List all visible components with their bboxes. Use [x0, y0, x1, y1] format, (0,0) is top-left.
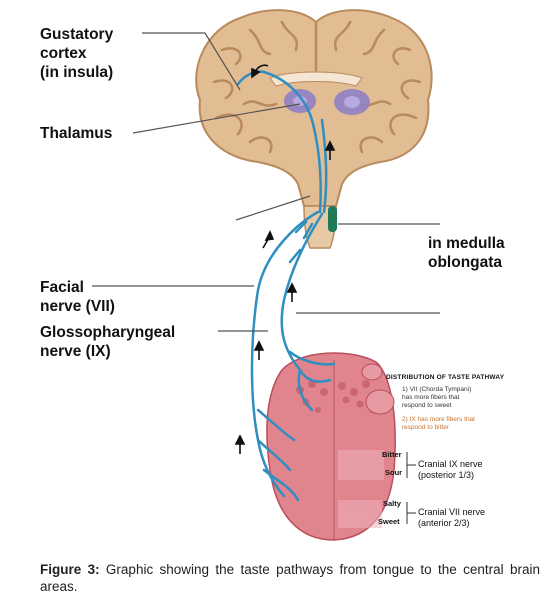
nerve-pathways: [236, 70, 336, 502]
taste-pathway-diagram: [92, 9, 440, 541]
inset-title: DISTRIBUTION OF TASTE PATHWAY: [386, 374, 505, 381]
gustatory-line-3: (in insula): [40, 64, 114, 81]
cranial-vii-label: Cranial VII nerve (anterior 2/3): [418, 507, 485, 529]
gustatory-cortex-label: Gustatory cortex (in insula): [40, 25, 113, 82]
note1-line-1: 1) VII (Chorda Tympani): [402, 386, 472, 393]
facial-line-1: Facial: [40, 279, 84, 296]
ix-label-line-2: (posterior 1/3): [418, 470, 475, 480]
cranial-ix-label: Cranial IX nerve (posterior 1/3): [418, 459, 483, 481]
note1-line-2: has more fibers that: [402, 394, 460, 401]
gustatory-line-1: Gustatory: [40, 26, 114, 43]
facial-nerve-label: Facial nerve (VII): [40, 278, 115, 316]
note2-line-1: 2) IX has more fibers that: [402, 416, 475, 423]
vii-label-line-2: (anterior 2/3): [418, 518, 470, 528]
glosso-line-2: nerve (IX): [40, 343, 111, 360]
taste-sour: Sour: [385, 468, 403, 477]
inset-note-1: 1) VII (Chorda Tympani) has more fibers …: [402, 386, 471, 410]
thalamus-label: Thalamus: [40, 125, 113, 142]
note2-line-2: respond to bitter: [402, 424, 449, 431]
facial-line-2: nerve (VII): [40, 298, 115, 315]
tongue: [266, 352, 396, 541]
taste-bitter: Bitter: [382, 450, 402, 459]
inset-note-2: 2) IX has more fibers that respond to bi…: [402, 416, 475, 432]
direction-arrows: [234, 64, 336, 454]
figure-caption: Figure 3: Graphic showing the taste path…: [40, 561, 540, 595]
gustatory-line-2: cortex: [40, 45, 87, 62]
ix-label-line-1: Cranial IX nerve: [418, 459, 483, 469]
medulla-line-1: in medulla: [428, 235, 505, 252]
inset-brackets: [406, 452, 416, 524]
medulla-line-2: oblongata: [428, 254, 503, 271]
taste-salty: Salty: [383, 499, 401, 508]
taste-sweet: Sweet: [378, 517, 400, 526]
medulla-label: in medulla oblongata: [428, 234, 505, 272]
caption-prefix: Figure 3:: [40, 562, 100, 577]
vii-label-line-1: Cranial VII nerve: [418, 507, 486, 517]
caption-text: Graphic showing the taste pathways from …: [40, 562, 540, 594]
note1-line-3: respond to sweet: [402, 402, 452, 409]
glossopharyngeal-nerve-label: Glossopharyngeal nerve (IX): [40, 323, 175, 361]
glosso-line-1: Glossopharyngeal: [40, 324, 176, 341]
leader-lines: [92, 32, 440, 332]
